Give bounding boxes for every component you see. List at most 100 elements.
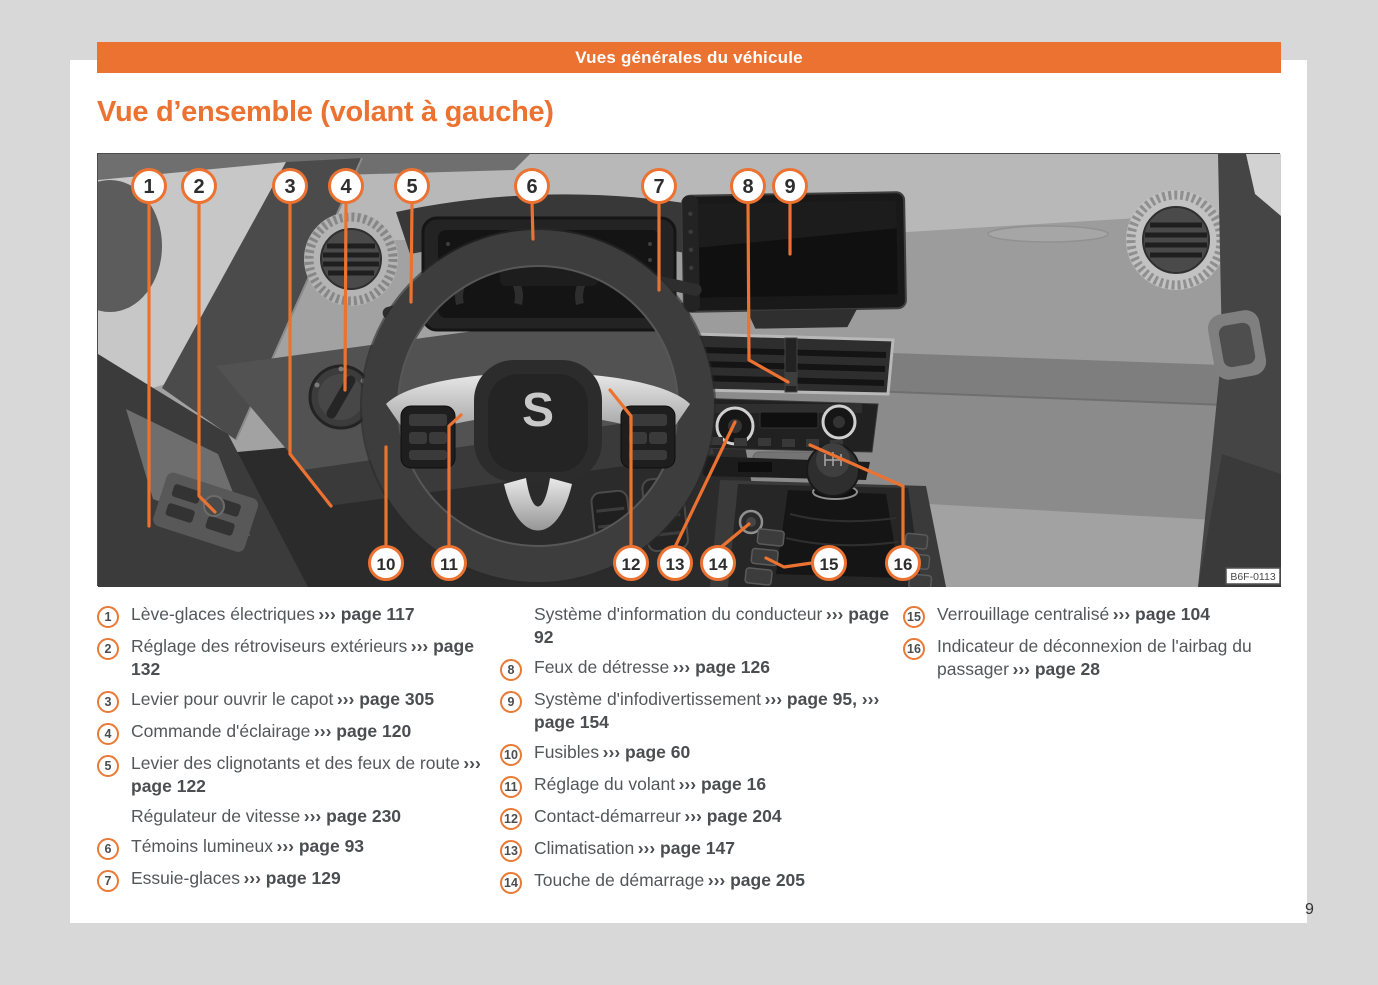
callout-line-8 [746, 200, 790, 384]
page-reference: ››› page 205 [707, 870, 806, 890]
callout-circle-9 [772, 168, 808, 204]
legend-item-number: 2 [97, 635, 131, 681]
exterior-mirror [98, 180, 162, 312]
legend-item-text: Réglage du volant ››› page 16 [534, 774, 767, 794]
page-reference: ››› page 132 [131, 636, 474, 679]
legend-item-text: Levier pour ouvrir le capot ››› page 305 [131, 689, 435, 709]
page-reference: ››› page 305 [336, 689, 435, 709]
figure-code-tag: B6F-0113 [1225, 567, 1281, 585]
callout-circle-13 [657, 545, 693, 581]
page-reference: ››› page 230 [303, 806, 402, 826]
callout-number-7: 7 [653, 176, 664, 198]
callout-circle-15 [811, 545, 847, 581]
callout-line-3 [288, 200, 333, 508]
legend-item: Système d'information du conducteur ››› … [500, 603, 898, 649]
callout-number-9: 9 [784, 176, 795, 198]
callout-number-12: 12 [622, 555, 641, 574]
legend-item-text: Régulateur de vitesse ››› page 230 [131, 806, 402, 826]
wheel-buttons-left [400, 405, 456, 469]
wiper-stalk [654, 276, 702, 296]
page-reference: ››› page 120 [313, 721, 412, 741]
callout-number-11: 11 [440, 555, 458, 574]
dashboard-figure: S B6F- [97, 153, 1281, 587]
legend-item-number [500, 603, 534, 649]
legend-item: Régulateur de vitesse ››› page 230 [97, 805, 495, 828]
right-side-window [1246, 154, 1281, 216]
legend-item-text: Levier des clignotants et des feux de ro… [131, 753, 481, 796]
legend-item-number: 14 [500, 869, 534, 894]
page-reference: ››› page 147 [637, 838, 735, 858]
legend-item-number: 8 [500, 656, 534, 681]
legend-item-number: 3 [97, 688, 131, 713]
legend-item-text: Climatisation ››› page 147 [534, 838, 735, 858]
callout-number-6: 6 [526, 176, 537, 198]
mirror-adjust-knob [203, 495, 225, 517]
legend-item-number: 10 [500, 741, 534, 766]
page-reference: ››› page 126 [672, 657, 770, 677]
page-reference: ››› page 60 [602, 742, 691, 762]
light-switch [308, 364, 374, 430]
callout-line-2 [197, 200, 217, 514]
dashboard-illustration: S B6F- [98, 154, 1281, 587]
callout-circle-3 [272, 168, 308, 204]
chapter-header-label: Vues générales du véhicule [575, 47, 803, 67]
legend-item-number: 4 [97, 720, 131, 745]
figure-code-label: B6F-0113 [1230, 571, 1275, 583]
callout-number-16: 16 [894, 555, 913, 574]
legend-item-number: 9 [500, 688, 534, 734]
chapter-header-bar: Vues générales du véhicule [97, 42, 1281, 73]
legend-item-text: Lève-glaces électriques ››› page 117 [131, 604, 415, 624]
legend-item-number [97, 805, 131, 828]
legend-item-text: Témoins lumineux ››› page 93 [131, 836, 365, 856]
page-reference: ››› page 95, ››› page 154 [534, 689, 880, 732]
callout-circle-12 [613, 545, 649, 581]
legend-column-2: Système d'information du conducteur ››› … [500, 603, 898, 901]
legend-item-text: Fusibles ››› page 60 [534, 742, 691, 762]
legend-item-text: Feux de détresse ››› page 126 [534, 657, 770, 677]
legend-item-text: Système d'information du conducteur ››› … [534, 604, 890, 647]
callout-number-1: 1 [143, 176, 154, 198]
center-air-vents [692, 332, 895, 396]
page-number: 9 [1305, 901, 1314, 918]
callout-number-15: 15 [820, 555, 839, 574]
callout-line-12 [608, 388, 633, 549]
legend-item-text: Indicateur de déconnexion de l'airbag du… [937, 636, 1252, 679]
callout-line-16 [808, 443, 905, 549]
a-pillar [162, 158, 362, 440]
legend-item-number: 6 [97, 835, 131, 860]
callout-number-10: 10 [377, 555, 396, 574]
callout-circle-1 [131, 168, 167, 204]
legend-item-number: 16 [903, 635, 937, 681]
right-door-handle [1207, 310, 1267, 380]
page-reference: ››› page 129 [243, 868, 341, 888]
callout-number-2: 2 [193, 176, 204, 198]
callout-line-6 [530, 200, 535, 241]
callout-circle-14 [700, 545, 736, 581]
steering-wheel: S [360, 228, 716, 584]
callout-line-13 [673, 420, 737, 549]
wheel-lower-spoke [504, 478, 572, 531]
callout-line-14 [718, 522, 751, 550]
legend-item-text: Commande d'éclairage ››› page 120 [131, 721, 412, 741]
page-reference: ››› page 104 [1112, 604, 1210, 624]
seat-logo: S [522, 384, 554, 437]
callout-circle-2 [181, 168, 217, 204]
left-air-vent [304, 212, 398, 306]
legend-item-number: 13 [500, 837, 534, 862]
callout-number-4: 4 [340, 176, 352, 198]
legend-item-text: Réglage des rétroviseurs extérieurs ››› … [131, 636, 474, 679]
